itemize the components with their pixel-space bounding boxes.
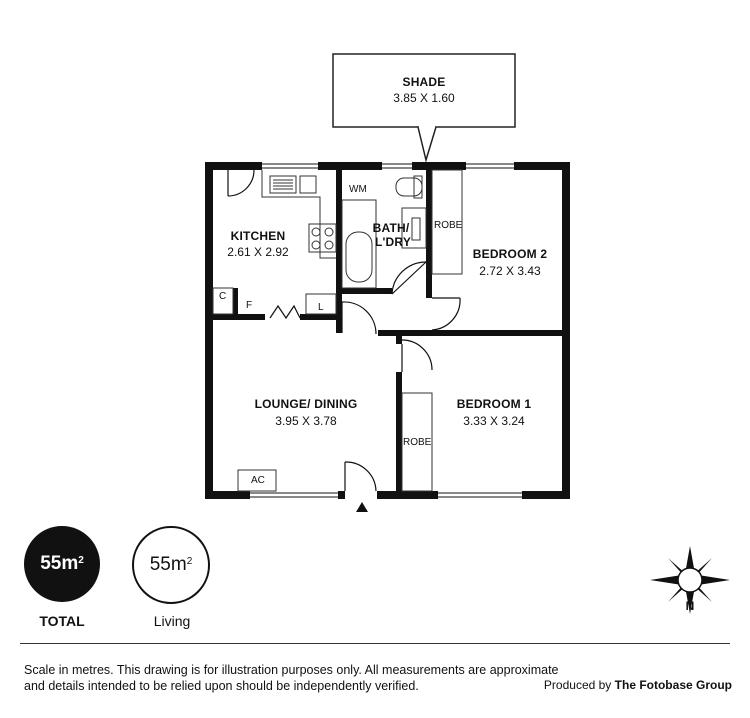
total-area-value: 55m xyxy=(40,553,79,574)
robes xyxy=(401,169,463,492)
bedroom1-dims: 3.33 X 3.24 xyxy=(463,414,525,428)
wm-label: WM xyxy=(349,184,367,195)
hall-door xyxy=(341,301,377,335)
bedroom2-dims: 2.72 X 3.43 xyxy=(479,264,541,278)
living-area-caption: Living xyxy=(153,613,191,629)
producer-credit: Produced by The Fotobase Group xyxy=(544,678,732,692)
producer-company: The Fotobase Group xyxy=(614,678,732,692)
shade-dims: 3.85 X 1.60 xyxy=(393,91,455,105)
lounge-label: LOUNGE/ DINING xyxy=(255,397,358,411)
total-area-sup: 2 xyxy=(78,554,84,566)
kitchen-door xyxy=(227,169,255,197)
total-area-caption: TOTAL xyxy=(39,613,85,629)
utility-boxes xyxy=(212,287,337,492)
bath-label-line2: L'DRY xyxy=(375,235,411,249)
robe-label-bedroom1: ROBE xyxy=(403,437,432,448)
bedroom2-door xyxy=(431,297,461,331)
produced-by-label: Produced by xyxy=(543,678,612,692)
compass-north-label: N xyxy=(686,599,695,613)
l-label: L xyxy=(318,302,324,313)
kitchen-dims: 2.61 X 2.92 xyxy=(227,245,289,259)
interior-walls xyxy=(213,170,570,499)
c-label: C xyxy=(219,291,226,302)
disclaimer-text: Scale in metres. This drawing is for ill… xyxy=(24,663,559,693)
entry-arrow-icon xyxy=(356,502,368,512)
robe-label-bedroom2: ROBE xyxy=(434,220,463,231)
bedroom2-label: BEDROOM 2 xyxy=(473,247,548,261)
compass-icon: N xyxy=(650,546,730,614)
bath-fixtures xyxy=(341,175,427,289)
bedroom1-label: BEDROOM 1 xyxy=(457,397,532,411)
kitchen-label: KITCHEN xyxy=(231,229,286,243)
living-area-sup: 2 xyxy=(186,555,193,567)
shade-label: SHADE xyxy=(402,75,445,89)
windows xyxy=(250,162,522,499)
bedroom1-door xyxy=(401,339,433,372)
bifold-door xyxy=(269,304,301,320)
kitchen-bench xyxy=(261,170,337,259)
living-area-value: 55m xyxy=(149,554,187,575)
bath-door xyxy=(391,261,427,295)
ac-label: AC xyxy=(251,475,265,486)
bath-label-line1: BATH/ xyxy=(373,221,410,235)
front-door xyxy=(344,461,377,492)
lounge-dims: 3.95 X 3.78 xyxy=(275,414,337,428)
f-label: F xyxy=(246,300,252,311)
shade-area: SHADE 3.85 X 1.60 xyxy=(332,53,516,163)
footer-divider xyxy=(20,643,730,644)
